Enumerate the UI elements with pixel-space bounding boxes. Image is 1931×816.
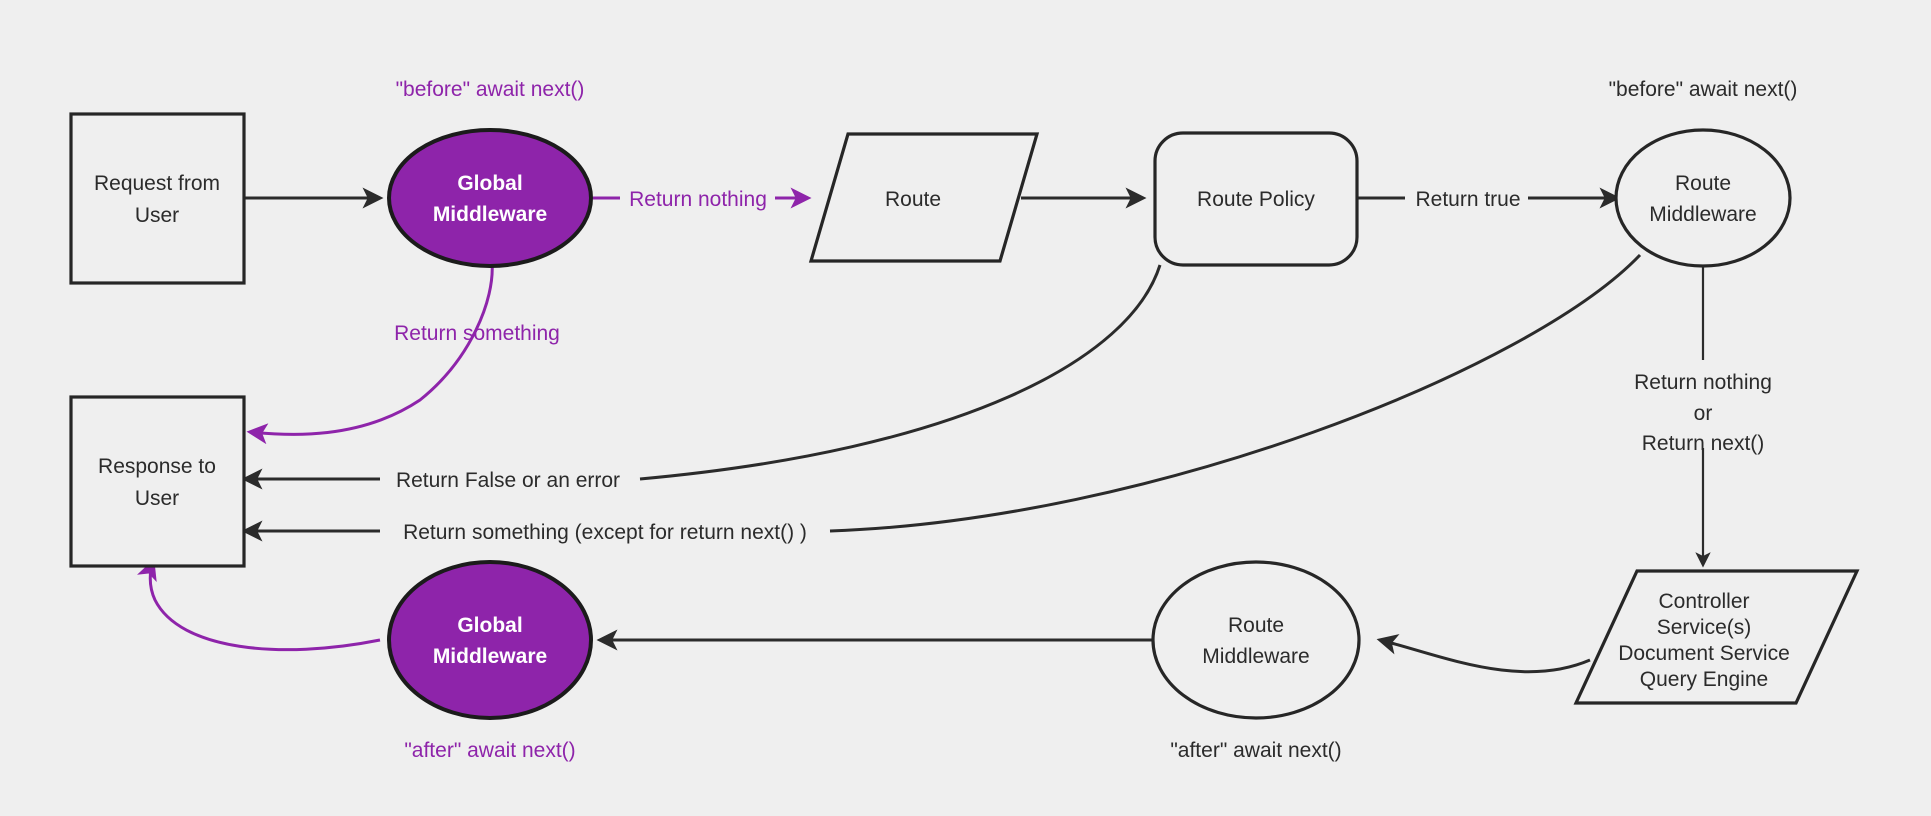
edge-label-return-nothing-or-next-line3: Return next() [1642,432,1765,455]
node-route[interactable]: Route [808,132,1040,263]
edge-label-return-true: Return true [1415,188,1520,211]
edge-global-middleware-top-to-response [246,261,494,445]
annotation-after-await-next-left: "after" await next() [404,739,575,762]
node-global-middleware-bottom[interactable]: Global Middleware [387,560,593,720]
node-response-to-user[interactable]: Response to User [69,395,246,568]
node-controller-services-line2: Service(s) [1657,616,1752,639]
edge-label-return-nothing: Return nothing [629,188,767,211]
node-route-middleware-bottom[interactable]: Route Middleware [1151,560,1361,720]
node-controller-services[interactable]: Controller Service(s) Document Service Q… [1573,569,1860,705]
annotation-after-await-next-middle: "after" await next() [1170,739,1341,762]
node-controller-services-line1: Controller [1658,590,1749,613]
annotation-before-await-next-right: "before" await next() [1609,78,1798,101]
node-global-middleware-bottom-line1: Global [457,614,522,637]
edge-controller-to-route-middleware-bottom [1376,634,1591,674]
edge-route-middleware-to-response-a [829,253,1642,533]
edge-label-return-false-or-error: Return False or an error [396,469,620,492]
node-route-policy[interactable]: Route Policy [1153,131,1359,267]
node-global-middleware-bottom-line2: Middleware [433,645,547,668]
node-route-label: Route [885,188,941,211]
node-route-middleware-top[interactable]: Route Middleware [1614,128,1792,268]
node-route-middleware-top-line1: Route [1675,172,1731,195]
node-controller-services-line4: Query Engine [1640,668,1768,691]
node-route-middleware-top-line2: Middleware [1649,203,1756,226]
edge-global-middleware-bottom-to-response [137,558,381,652]
node-response-to-user-line1: Response to [98,455,216,478]
edge-label-return-something: Return something [394,322,560,345]
node-request-from-user[interactable]: Request from User [69,112,246,285]
edge-label-return-nothing-or-next-line2: or [1694,402,1713,425]
node-route-policy-label: Route Policy [1197,188,1315,211]
node-controller-services-line3: Document Service [1618,642,1790,665]
edge-route-policy-to-response-a [639,264,1162,481]
node-route-middleware-bottom-line2: Middleware [1202,645,1309,668]
node-global-middleware-top[interactable]: Global Middleware [387,128,593,268]
node-response-to-user-line2: User [135,487,179,510]
edge-label-return-something-except-next: Return something (except for return next… [403,521,807,544]
node-request-from-user-line1: Request from [94,172,220,195]
edge-label-return-nothing-or-next-line1: Return nothing [1634,371,1772,394]
node-global-middleware-top-line2: Middleware [433,203,547,226]
node-global-middleware-top-line1: Global [457,172,522,195]
node-route-middleware-bottom-line1: Route [1228,614,1284,637]
annotation-before-await-next-left: "before" await next() [396,78,585,101]
node-request-from-user-line2: User [135,204,179,227]
